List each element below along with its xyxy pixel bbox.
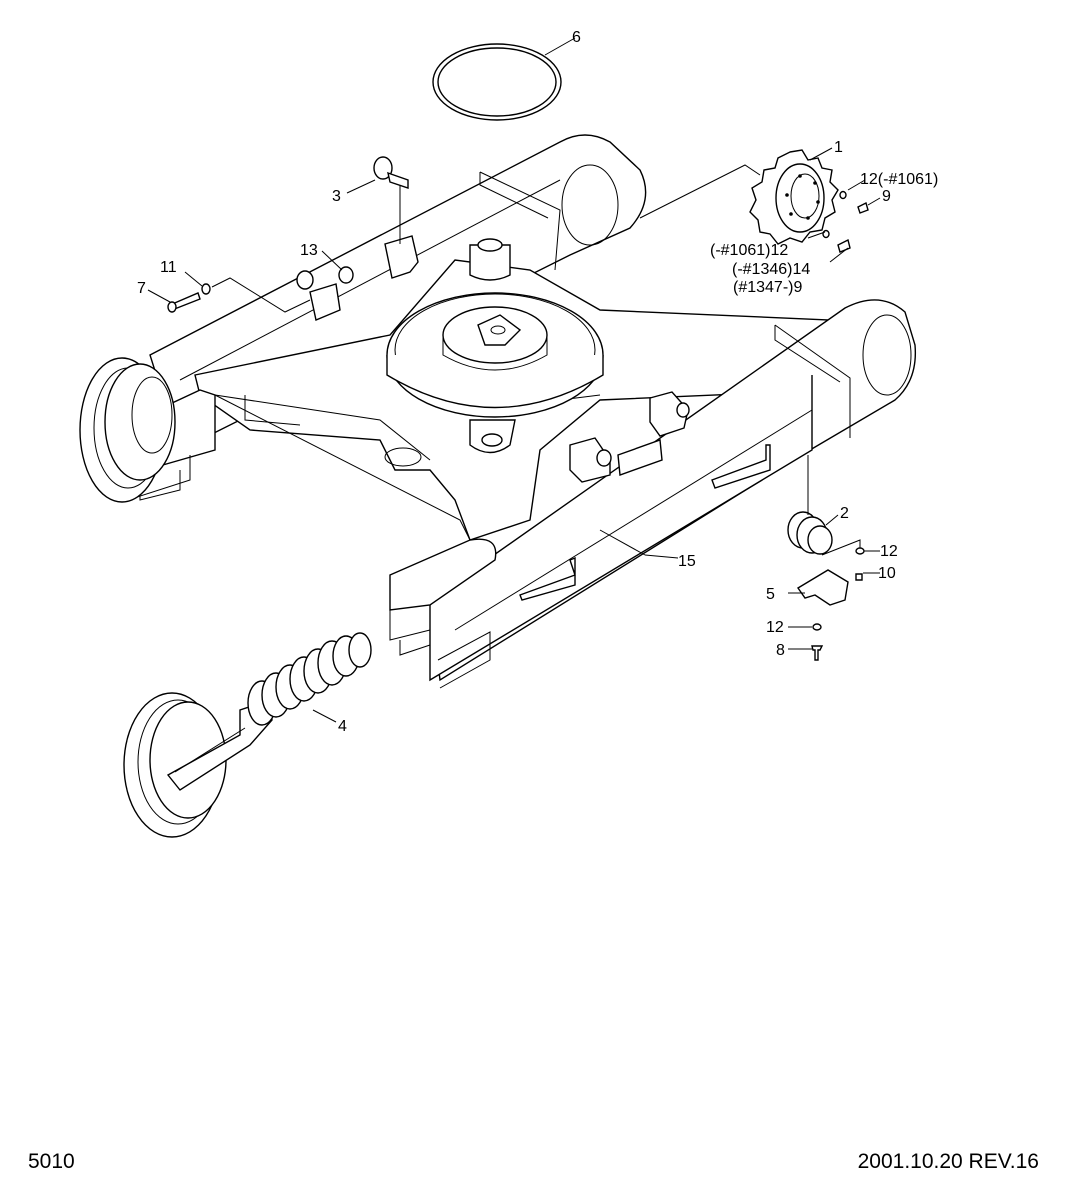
- roller-bracket-part: [796, 569, 849, 606]
- callout-9-serial-from-1347: (#1347-)9: [733, 279, 802, 296]
- undercarriage-parts-diagram: 1 2 3 4 5 6 7 8 9 10 11 12(-#1061) (-#10…: [79, 29, 938, 838]
- callout-15: 15: [678, 553, 696, 570]
- page-number: 5010: [28, 1150, 75, 1173]
- callout-12-bracket: 12: [766, 619, 784, 636]
- callout-12-serial-upto-1061: 12(-#1061): [860, 171, 938, 188]
- rear-idler-wheel: [79, 357, 176, 503]
- callout-12-roller: 12: [880, 543, 898, 560]
- revision-stamp: 2001.10.20 REV.16: [857, 1150, 1039, 1173]
- upper-roller-part: [787, 511, 833, 555]
- callout-2: 2: [840, 505, 849, 522]
- front-idler-assembly: [123, 632, 372, 838]
- callout-1: 1: [834, 139, 843, 156]
- callout-9: 9: [882, 188, 891, 205]
- leader-lines: [147, 37, 881, 723]
- callout-8: 8: [776, 642, 785, 659]
- callout-13: 13: [300, 242, 318, 259]
- callout-labels: 1 2 3 4 5 6 7 8 9 10 11 12(-#1061) (-#10…: [137, 29, 938, 735]
- recoil-spring: [247, 632, 372, 726]
- callout-6: 6: [572, 29, 581, 46]
- track-frame: [124, 134, 917, 689]
- callout-7: 7: [137, 280, 146, 297]
- callout-11: 11: [160, 259, 177, 276]
- hardware: [167, 156, 869, 661]
- callout-4: 4: [338, 718, 347, 735]
- callout-3: 3: [332, 188, 341, 205]
- callout-10: 10: [878, 565, 896, 582]
- callout-14-serial-upto-1346: (-#1346)14: [732, 261, 810, 278]
- seal-ring-part: [432, 43, 562, 121]
- callout-12-serial-upto-1061-lower: (-#1061)12: [710, 242, 788, 259]
- sprocket-part: [749, 149, 839, 245]
- callout-5: 5: [766, 586, 775, 603]
